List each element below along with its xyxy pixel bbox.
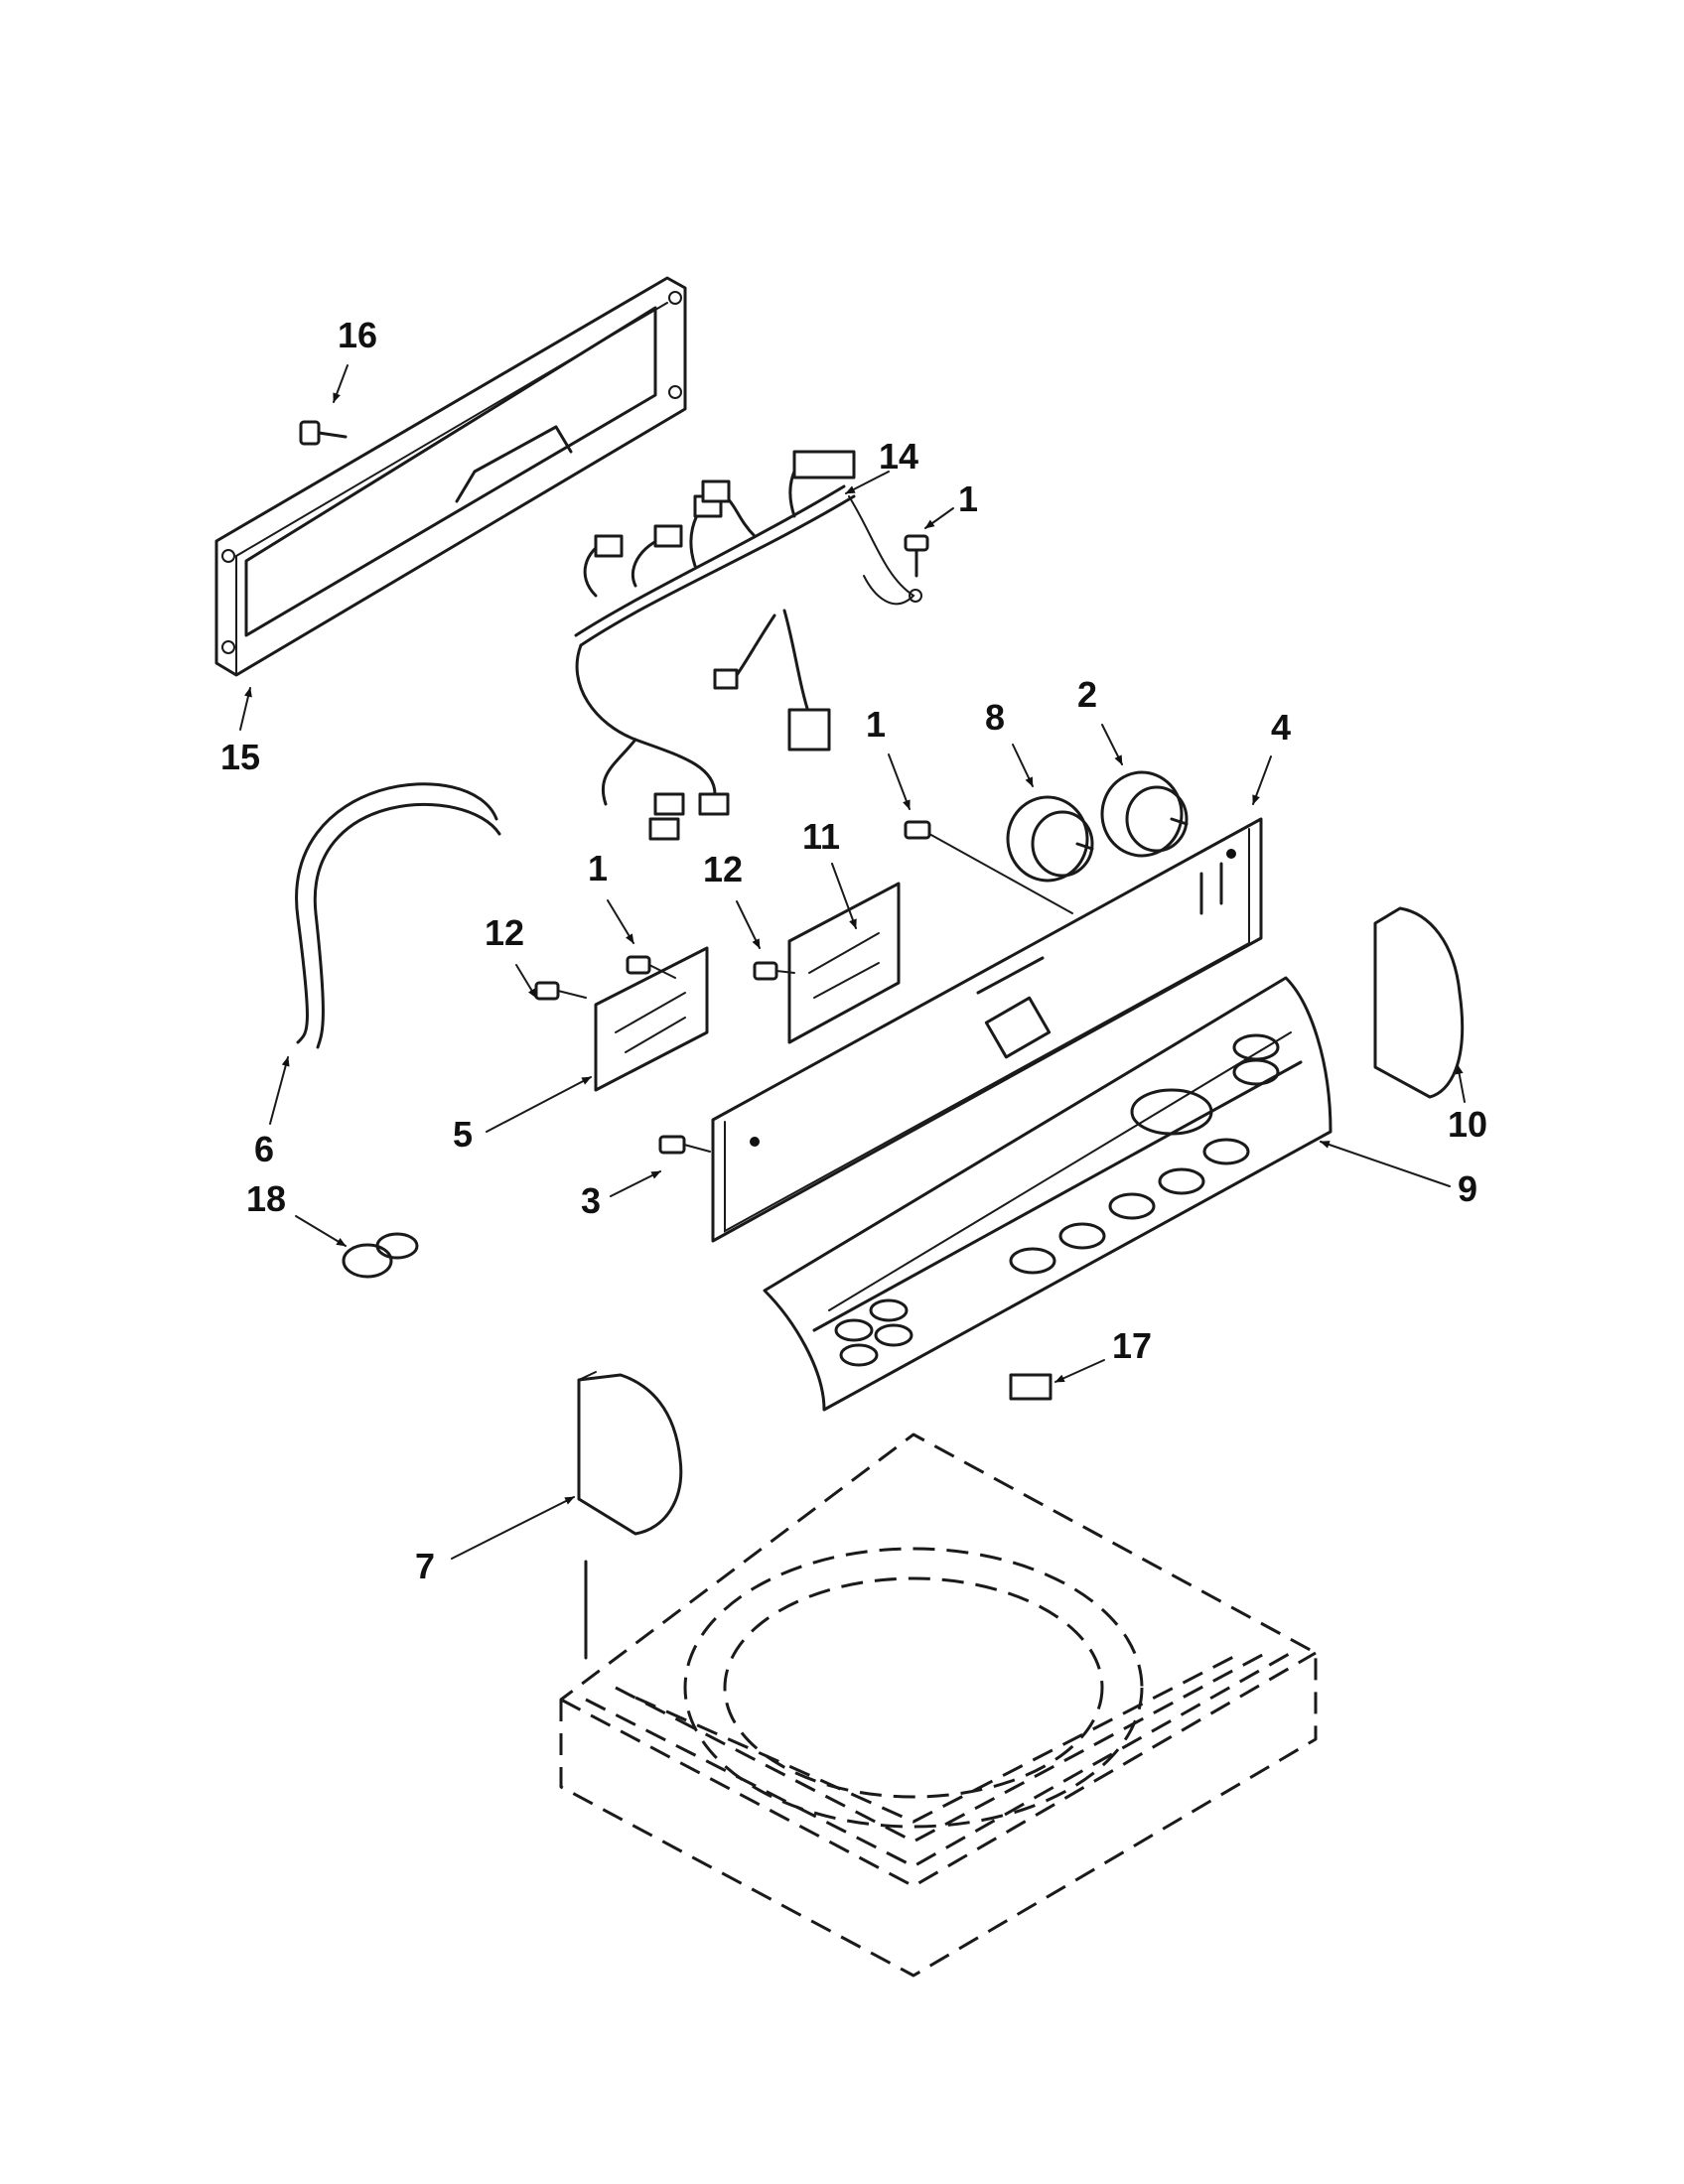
- part-9-console: [763, 976, 1333, 1412]
- part-5-circuit-board: [594, 946, 709, 1092]
- callout-2: 2: [1077, 674, 1123, 765]
- part-16-screw: [299, 420, 348, 446]
- callout-9: 9: [1320, 1141, 1477, 1209]
- callout-17: 17: [1054, 1325, 1152, 1383]
- part-10-end-cap: [1373, 906, 1465, 1099]
- part-2-knob: [1100, 770, 1189, 858]
- part-11-circuit-board: [787, 882, 901, 1044]
- svg-text:10: 10: [1448, 1104, 1487, 1145]
- svg-text:1: 1: [958, 478, 978, 519]
- svg-text:7: 7: [415, 1546, 435, 1586]
- callout-1-board: 1: [588, 848, 634, 944]
- part-17-badge: [1009, 1373, 1052, 1401]
- part-1-ground-screw: [904, 534, 929, 603]
- callout-1-panel: 1: [866, 704, 911, 810]
- part-4-control-backplate: [711, 817, 1263, 1243]
- part-3-screw: [658, 1135, 711, 1155]
- svg-text:5: 5: [453, 1114, 473, 1155]
- svg-text:3: 3: [581, 1180, 601, 1221]
- part-6-hose: [295, 782, 501, 1049]
- svg-text:18: 18: [246, 1178, 286, 1219]
- callout-14: 14: [845, 436, 918, 494]
- part-12-screw-right: [753, 961, 795, 981]
- svg-text:1: 1: [866, 704, 886, 745]
- svg-text:14: 14: [879, 436, 918, 477]
- callout-5: 5: [453, 1076, 592, 1155]
- svg-text:2: 2: [1077, 674, 1097, 715]
- callout-1-top: 1: [924, 478, 978, 529]
- callout-18: 18: [246, 1178, 347, 1247]
- callout-12-left: 12: [485, 912, 537, 999]
- part-18-clip: [342, 1232, 419, 1279]
- svg-text:12: 12: [703, 849, 743, 889]
- svg-text:15: 15: [220, 737, 260, 777]
- callout-3: 3: [581, 1170, 661, 1221]
- part-1-panel-screw: [904, 820, 1073, 914]
- svg-text:9: 9: [1458, 1168, 1477, 1209]
- callout-16: 16: [333, 315, 377, 403]
- part-7-end-cap: [577, 1371, 683, 1536]
- cabinet-top-outline: [559, 1433, 1318, 1978]
- callout-11: 11: [802, 816, 857, 929]
- svg-text:1: 1: [588, 848, 608, 888]
- svg-text:4: 4: [1271, 707, 1291, 748]
- part-1-screw-board: [626, 955, 676, 979]
- part-14-wiring-harness: [574, 450, 915, 841]
- part-12-screw-left: [534, 981, 587, 1001]
- callout-12-right: 12: [703, 849, 761, 949]
- callout-4: 4: [1252, 707, 1291, 805]
- svg-text:8: 8: [985, 697, 1005, 738]
- svg-text:17: 17: [1112, 1325, 1152, 1366]
- svg-text:16: 16: [338, 315, 377, 355]
- callout-15: 15: [220, 687, 260, 777]
- part-8-knob: [1006, 795, 1094, 883]
- part-15-rear-bracket: [214, 276, 687, 677]
- svg-text:11: 11: [802, 816, 840, 857]
- callout-8: 8: [985, 697, 1034, 787]
- svg-text:12: 12: [485, 912, 524, 953]
- callout-7: 7: [415, 1496, 575, 1586]
- svg-text:6: 6: [254, 1129, 274, 1169]
- callout-6: 6: [254, 1056, 290, 1169]
- callout-10: 10: [1448, 1064, 1487, 1145]
